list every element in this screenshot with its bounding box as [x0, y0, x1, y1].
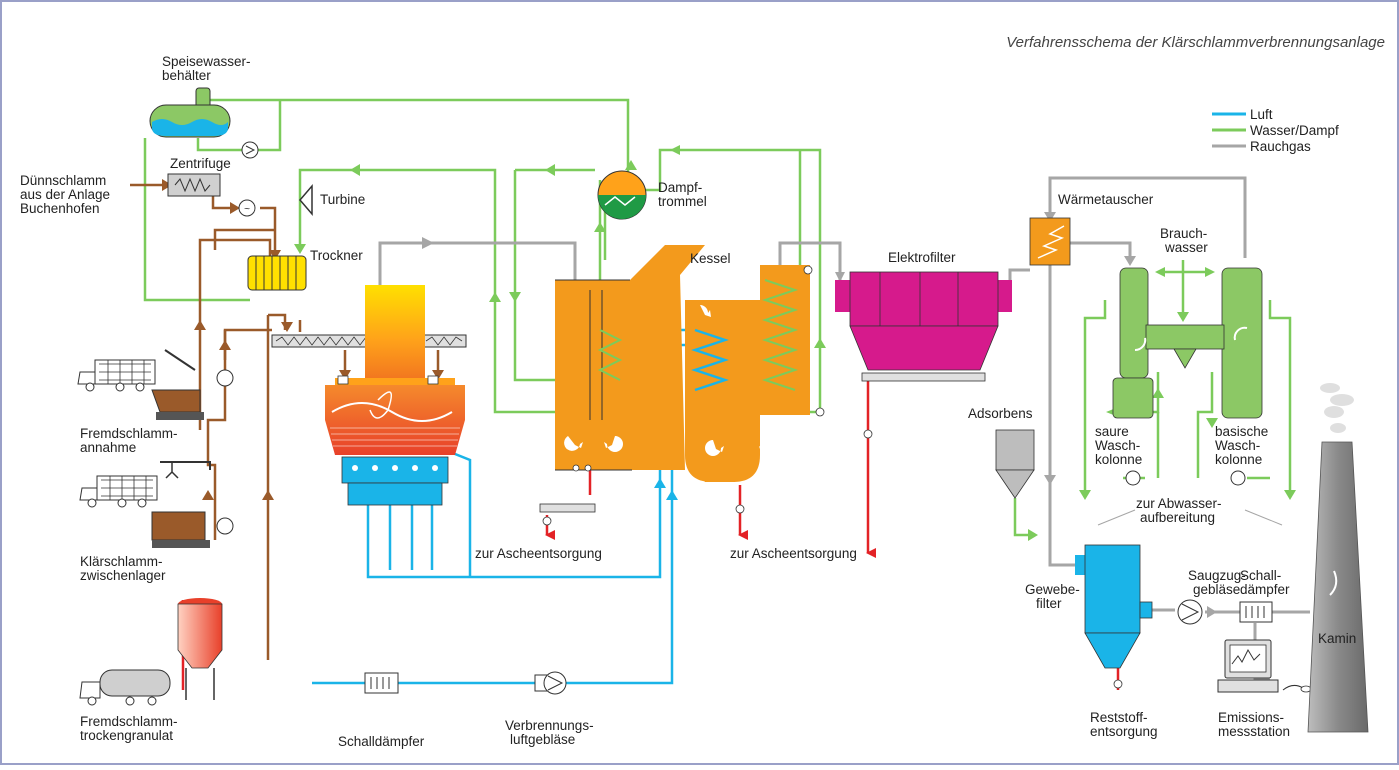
label-gewebe-1: Gewebe-: [1025, 582, 1080, 597]
ash-valve-middle: [735, 504, 745, 514]
label-fremd-tro-1: Fremdschlamm-: [80, 714, 178, 729]
emission-monitor-icon: [1217, 639, 1312, 693]
pump-zwischenlager-icon: [216, 517, 234, 535]
heat-exchanger: [1029, 217, 1071, 266]
bunker-annahme: [151, 349, 204, 420]
dryer: [247, 255, 307, 291]
label-turbine: Turbine: [320, 192, 365, 207]
electrostatic-precipitator: [835, 271, 1012, 439]
silencer-right-icon: [1239, 601, 1273, 623]
label-emission-1: Emissions-: [1218, 710, 1284, 725]
adsorbent-silo: [995, 429, 1035, 499]
legend-label-rauchgas: Rauchgas: [1250, 139, 1311, 154]
label-brauch-1: Brauch-: [1160, 226, 1207, 241]
label-reststoff-2: entsorgung: [1090, 724, 1158, 739]
label-speisewasser-1: Speisewasser-: [162, 54, 251, 69]
label-fremd-ann-2: annahme: [80, 440, 136, 455]
label-asche-2: zur Ascheentsorgung: [730, 546, 857, 561]
turbine-icon: [299, 183, 313, 217]
conveyor-screw-right: [421, 334, 467, 348]
label-elektrofilter: Elektrofilter: [888, 250, 956, 265]
label-basische-1: basische: [1215, 424, 1268, 439]
label-saure-2: Wasch-: [1095, 438, 1140, 453]
label-fremd-tro-2: trockengranulat: [80, 728, 173, 743]
flue-gas-arrows: [422, 212, 1217, 618]
label-fremd-ann-1: Fremdschlamm-: [80, 426, 178, 441]
feedwater-tank: [149, 87, 231, 138]
label-trockner: Trockner: [310, 248, 363, 263]
boiler: [555, 245, 825, 482]
furnace: [325, 285, 465, 506]
label-basische-2: Wasch-: [1215, 438, 1260, 453]
water-steam-arrows: [294, 145, 1296, 541]
legend-label-wasser-dampf: Wasser/Dampf: [1250, 123, 1339, 138]
fabric-filter: [1075, 544, 1153, 689]
label-schall2-2: dämpfer: [1240, 582, 1290, 597]
legend: Luft Wasser/Dampf Rauchgas: [1212, 107, 1339, 154]
label-kamin: Kamin: [1318, 631, 1356, 646]
truck-annahme-icon: [77, 359, 156, 392]
feedwater-pump-icon: [241, 141, 259, 159]
label-adsorbens: Adsorbens: [968, 406, 1033, 421]
centrifuge-icon: [167, 173, 221, 197]
label-duenn-3: Buchenhofen: [20, 201, 100, 216]
label-gewebe-2: filter: [1036, 596, 1062, 611]
granulate-silo: [177, 598, 223, 700]
flue-gas-lines: [378, 176, 1310, 682]
label-basische-3: kolonne: [1215, 452, 1262, 467]
svg-text:~: ~: [244, 204, 250, 215]
ash-conveyor-left: [539, 503, 596, 526]
pump-annahme-icon: [216, 369, 234, 387]
abwasser-leaders: [1097, 509, 1283, 526]
air-arrows: [654, 478, 678, 500]
label-abwasser-2: aufbereitung: [1140, 510, 1215, 525]
label-emission-2: messstation: [1218, 724, 1290, 739]
label-duenn-1: Dünnschlamm: [20, 173, 106, 188]
combustion-air-fan-icon: [534, 671, 567, 695]
label-speisewasser-2: behälter: [162, 68, 211, 83]
label-waermetauscher: Wärmetauscher: [1058, 192, 1154, 207]
sludge-arrows: [162, 179, 444, 500]
label-reststoff-1: Reststoff-: [1090, 710, 1148, 725]
steam-drum: [597, 170, 647, 220]
scrubber-pumps: [1125, 470, 1246, 486]
label-brauch-2: wasser: [1164, 240, 1208, 255]
label-verb-1: Verbrennungs-: [505, 718, 594, 733]
tanker-truck-icon: [79, 669, 171, 706]
truck-zwischenlager-icon: [79, 475, 158, 508]
sludge-pump-icon: ~: [238, 199, 256, 217]
scrubber-columns: [1112, 267, 1263, 419]
label-kessel: Kessel: [690, 251, 731, 266]
label-klaer-1: Klärschlamm-: [80, 554, 163, 569]
label-dampf-1: Dampf-: [658, 180, 702, 195]
label-asche-1: zur Ascheentsorgung: [475, 546, 602, 561]
label-saure-1: saure: [1095, 424, 1129, 439]
label-saugzug-1: Saugzug-: [1188, 568, 1246, 583]
label-schall-1: Schalldämpfer: [338, 734, 425, 749]
label-saugzug-2: gebläse: [1193, 582, 1240, 597]
label-verb-2: luftgebläse: [510, 732, 575, 747]
label-klaer-2: zwischenlager: [80, 568, 166, 583]
induced-draft-fan-icon: [1177, 599, 1203, 625]
label-zentrifuge: Zentrifuge: [170, 156, 231, 171]
bunker-zwischenlager: [151, 461, 211, 548]
label-abwasser-1: zur Abwasser-: [1136, 496, 1222, 511]
diagram-title: Verfahrensschema der Klärschlammverbrenn…: [1006, 34, 1385, 51]
legend-label-luft: Luft: [1250, 107, 1273, 122]
label-duenn-2: aus der Anlage: [20, 187, 110, 202]
chimney: [1307, 383, 1369, 733]
silencer-left-icon: [364, 672, 399, 694]
label-saure-3: kolonne: [1095, 452, 1142, 467]
label-schall2-1: Schall-: [1240, 568, 1281, 583]
label-dampf-2: trommel: [658, 194, 707, 209]
